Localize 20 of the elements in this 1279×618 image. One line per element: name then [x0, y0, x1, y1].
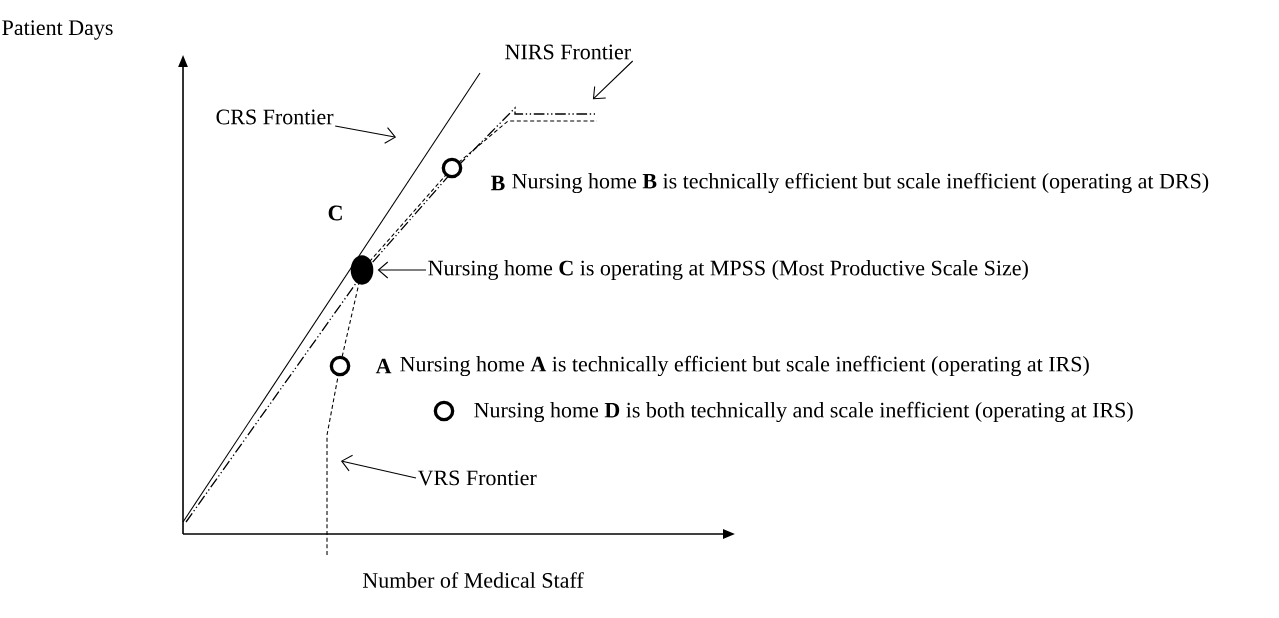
- leader-arrow: [340, 454, 417, 479]
- description-text: Nursing home D is both technically and scale inefficient (operating at IRS): [474, 401, 1133, 423]
- leader-arrow: [334, 125, 397, 144]
- point-letter: B: [490, 175, 505, 191]
- data-point: [433, 400, 455, 422]
- point-letter: A: [375, 358, 392, 374]
- data-point: [441, 157, 463, 179]
- point-letter: C: [328, 205, 342, 221]
- frontier-label: NIRS Frontier: [505, 44, 631, 60]
- data-point: [329, 355, 351, 377]
- data-point: [350, 255, 374, 285]
- description-text: Nursing home C is operating at MPSS (Most Productive Scale Size): [428, 260, 1028, 280]
- description-text: Nursing home B is technically efficient but scale inefficient (operating at DRS): [512, 172, 1209, 194]
- frontier-label: CRS Frontier: [216, 109, 334, 125]
- description-text: Nursing home A is technically efficient but scale inefficient (operating at IRS): [400, 355, 1089, 377]
- leader-arrow: [592, 60, 634, 100]
- axis-title: Patient Days: [2, 20, 113, 40]
- axis-title: Number of Medical Staff: [362, 572, 584, 588]
- leader-arrow: [377, 261, 427, 279]
- frontier-label: VRS Frontier: [417, 470, 537, 486]
